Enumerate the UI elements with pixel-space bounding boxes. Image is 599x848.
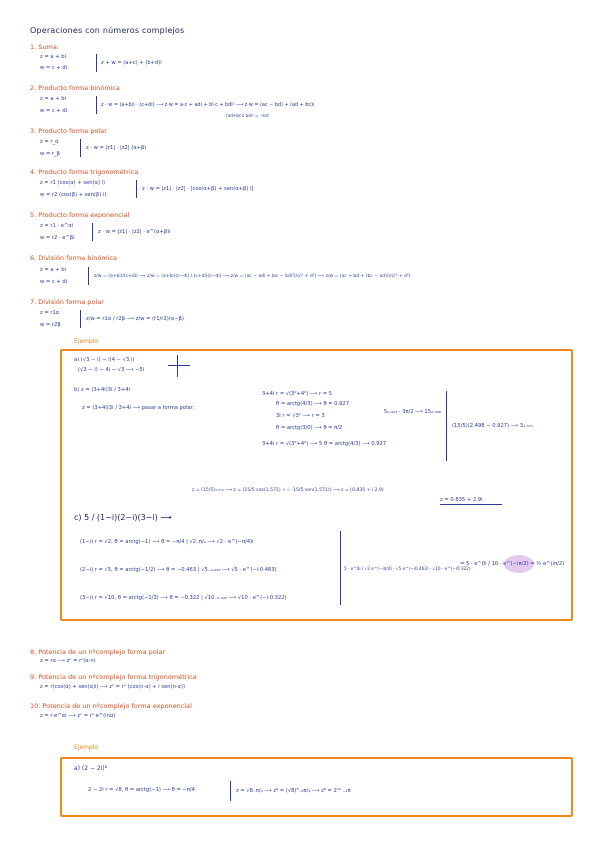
s4-line1: z = r1 (cos(α) + sen(α) i): [40, 180, 106, 186]
heading-potencia-trigonometrica: 9. Potencia de un nºcomplejo forma trigo…: [30, 673, 197, 681]
axis-horizontal: [168, 365, 190, 366]
brace: [136, 180, 137, 198]
s4-line2: w = r2 (cos(β) + sen(β) i): [40, 192, 107, 198]
ex1-b8: 5₀.₉₂₇ · 3π/2 ⟶ 15₂.₄₉₈: [384, 409, 441, 415]
example-box-1: a) (√3 − i) − i(4 − √3 i) (√3 − i) − 4i …: [60, 349, 573, 621]
s10-line1: z = r·e^αi ⟶ zⁿ = rⁿ·e^(inα): [40, 713, 116, 719]
s3-result: z · w = |z1| · |z2| (α+β): [86, 145, 147, 151]
brace: [80, 310, 81, 328]
brace: [446, 391, 447, 461]
ex1-b9: (15/5)(2.498 − 0.927) ⟶ 3₁.₅₇₁: [452, 423, 534, 429]
s4-result: z · w = |z1| · |z2| · [cos(α+β) + sen(α+…: [142, 186, 254, 192]
brace: [230, 781, 231, 801]
ex2-a: a) (2 − 2i)⁸: [74, 765, 108, 772]
ex1-b: b) z = (3+4i)3i / 3+4i: [74, 387, 130, 393]
heading-suma: 1. Suma:: [30, 43, 60, 51]
s6-line1: z = a + bi: [40, 267, 66, 273]
brace: [96, 54, 97, 72]
axis-vertical: [177, 355, 178, 377]
s5-line2: w = r2 · e^βi: [40, 235, 75, 241]
example-box-2: a) (2 − 2i)⁸ 2 − 2i r = √8, θ = arctg(−1…: [60, 757, 573, 817]
heading-division-binomica: 6. División forma binómica: [30, 254, 118, 262]
ex1-c3: (3−i) r = √10, θ = arctg(−1/3) ⟶ θ = −0.…: [80, 595, 287, 601]
ex1-c4: 5 · e^0i / √2 e^(−iπ/4) · √5 e^(−i0.463)…: [344, 566, 471, 571]
ex1-a: a) (√3 − i) − i(4 − √3 i): [74, 357, 135, 363]
s2-line2: w = c + di: [40, 108, 68, 114]
brace: [80, 139, 81, 157]
example-label: Ejemplo: [74, 744, 99, 751]
ex1-b10: z = (15/5)₁.₅₇₁ ⟶ z = (15/5 cos(1.571) +…: [192, 488, 384, 493]
heading-producto-exponencial: 5. Producto forma exponencial: [30, 211, 130, 219]
heading-potencia-polar: 8. Potencia de un nºcomplejo forma polar: [30, 648, 166, 656]
page-title: Operaciones con números complejos: [30, 26, 185, 35]
ex1-b3: 3+4i r = √(3²+4²) ⟶ r = 5: [262, 391, 333, 397]
s3-line1: z = r_α: [40, 139, 59, 145]
heading-producto-trigonometrica: 4. Producto forma trigonométrica: [30, 168, 139, 176]
s2-result: z · w = (a+bi) · (c+di) ⟶ z·w = a·c + ad…: [101, 102, 315, 108]
answer-underline: [440, 504, 502, 505]
ex1-b11: z = 0.835 + 2.9i: [440, 497, 483, 503]
ex1-b7: 3+4i r = √(3²+4²) ⟶ 5 θ = arctg(4/3) ⟶ 0…: [262, 441, 387, 447]
s1-line2: w = c + di: [40, 65, 68, 71]
ex1-c: c) 5 / (1−i)(2−i)(3−i) ⟶: [74, 513, 172, 522]
s1-line1: z = a + bi: [40, 54, 66, 60]
s9-line1: z = r(cos(α) + sen(α)i) ⟶ zⁿ = rⁿ (cos(n…: [40, 684, 185, 690]
s7-result: z/w = r1α / r2β ⟶ z/w = (r1/r2)(α−β): [86, 316, 184, 322]
ex1-b6: θ = arctg(3/0) ⟶ θ = π/2: [276, 425, 343, 431]
brace: [96, 96, 97, 114]
ex1-b2: z = (3+4i)3i / 3+4i ⟶ pasar a forma pola…: [82, 405, 195, 411]
heading-potencia-exponencial: 10. Potencia de un nºcomplejo forma expo…: [30, 702, 192, 710]
example-label: Ejemplo: [74, 338, 99, 345]
s2-result-note: (ad+bc)i bdi² = −bd: [226, 113, 269, 118]
s5-line1: z = r1 · e^αi: [40, 223, 74, 229]
brace: [88, 267, 89, 285]
heading-producto-binomica: 2. Producto forma binómica: [30, 84, 120, 92]
ex1-b5: 3i r = √3² ⟶ r = 3: [276, 413, 325, 419]
s5-result: z · w = |z1| · |z2| · e^(α+β)i: [98, 229, 171, 235]
heading-division-polar: 7. División forma polar: [30, 298, 104, 306]
s8-line1: z = rα ⟶ zⁿ = rⁿ(α·n): [40, 658, 96, 664]
heading-producto-polar: 3. Producto forma polar: [30, 127, 107, 135]
ex1-c2: (2−i) r = √5, θ = arctg(−1/2) ⟶ θ = −0.4…: [80, 567, 277, 573]
s3-line2: w = r_β: [40, 151, 60, 157]
ex1-c5: = 5 · e^0i / 10 · e^(−iπ/2) = ½ e^(iπ/2): [460, 561, 565, 567]
s6-result: z/w = (a+bi)/(c+di) ⟶ z/w = (a+bi)(c−di)…: [94, 274, 411, 279]
s7-line1: z = r1α: [40, 310, 60, 316]
s6-line2: w = c + di: [40, 279, 68, 285]
s2-line1: z = a + bi: [40, 96, 66, 102]
ex1-c1: (1−i) r = √2, θ = arctg(−1) ⟶ θ = −π/4 |…: [80, 539, 254, 545]
brace: [340, 531, 341, 605]
ex2-a2: z = √8₋π/₄ ⟶ z⁸ = (√8)⁸₋₈π/₄ ⟶ z⁸ = 2¹² …: [236, 788, 351, 794]
s7-line2: w = r2β: [40, 322, 61, 328]
ex1-b4: θ = arctg(4/3) ⟶ θ = 0.927: [276, 401, 349, 407]
s1-result: z + w = (a+c) + (b+d)i: [101, 60, 162, 66]
ex1-a2: (√3 − i) − 4i − √3 ⟶ −5i: [78, 367, 145, 373]
ex2-a1: 2 − 2i r = √8, θ = arctg(−1) ⟶ θ = −π/4: [88, 787, 195, 793]
brace: [92, 223, 93, 241]
highlight: [504, 555, 534, 573]
